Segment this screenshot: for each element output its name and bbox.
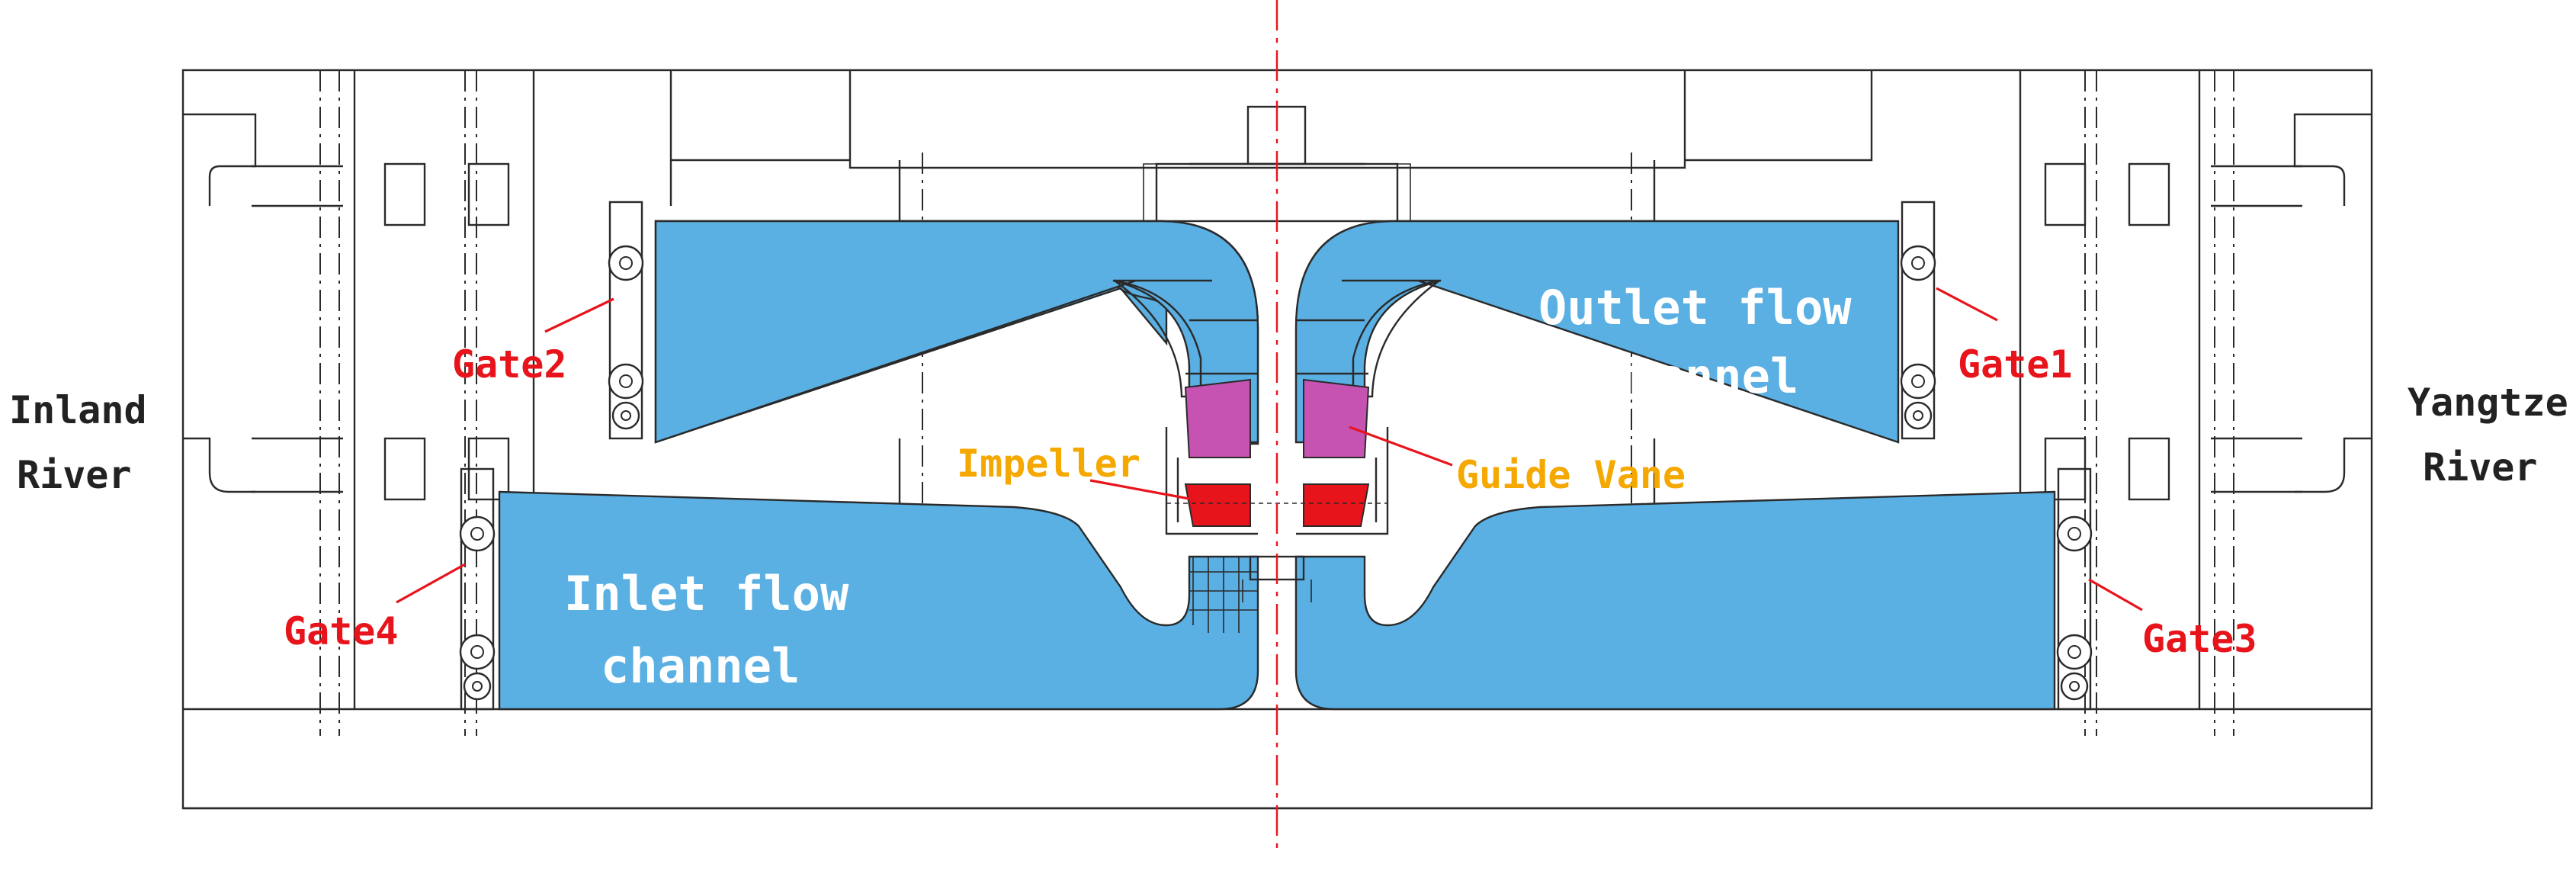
yangtze-river-label-line1: Yangtze <box>2408 380 2568 425</box>
inlet-channel-right <box>1294 490 2056 711</box>
gate4-mechanism <box>459 467 496 711</box>
gate2-label: Gate2 <box>452 342 567 387</box>
impeller-leader <box>1089 479 1194 501</box>
gate3-label: Gate3 <box>2142 617 2257 661</box>
gate1-mechanism <box>1900 201 1936 440</box>
gate1-leader <box>1936 287 1998 322</box>
inlet-channel-label-line1: Inlet flow <box>564 566 849 621</box>
gate2-leader <box>544 297 614 333</box>
gate1-label: Gate1 <box>1958 342 2073 387</box>
inland-river-label-line2: River <box>17 453 132 497</box>
inlet-channel-left <box>498 490 1259 711</box>
guide-vane <box>1184 378 1370 458</box>
labels: Inland River Yangtze River Outlet flow c… <box>9 280 2568 694</box>
outlet-channel-right <box>1294 220 1900 444</box>
gate2-mechanism <box>608 201 644 440</box>
leader-lines <box>396 287 2143 612</box>
outlet-channel-left-main <box>654 220 1259 444</box>
axis-lines <box>319 70 2234 736</box>
inlet-channel-label-line2: channel <box>601 638 800 694</box>
gate4-leader <box>396 563 466 604</box>
gate3-mechanism <box>2056 467 2093 711</box>
impeller-label: Impeller <box>957 442 1140 486</box>
yangtze-river-label-line2: River <box>2423 445 2538 490</box>
gate4-label: Gate4 <box>284 609 399 653</box>
gate3-leader <box>2088 578 2143 612</box>
outlet-channel-label-line1: Outlet flow <box>1538 280 1852 336</box>
outlet-channel-label-line2: channel <box>1599 348 1798 404</box>
inland-river-label-line1: Inland <box>9 388 147 432</box>
impeller <box>1166 483 1387 527</box>
guide-vane-label: Guide Vane <box>1456 453 1686 497</box>
guide-vane-leader <box>1349 425 1453 467</box>
